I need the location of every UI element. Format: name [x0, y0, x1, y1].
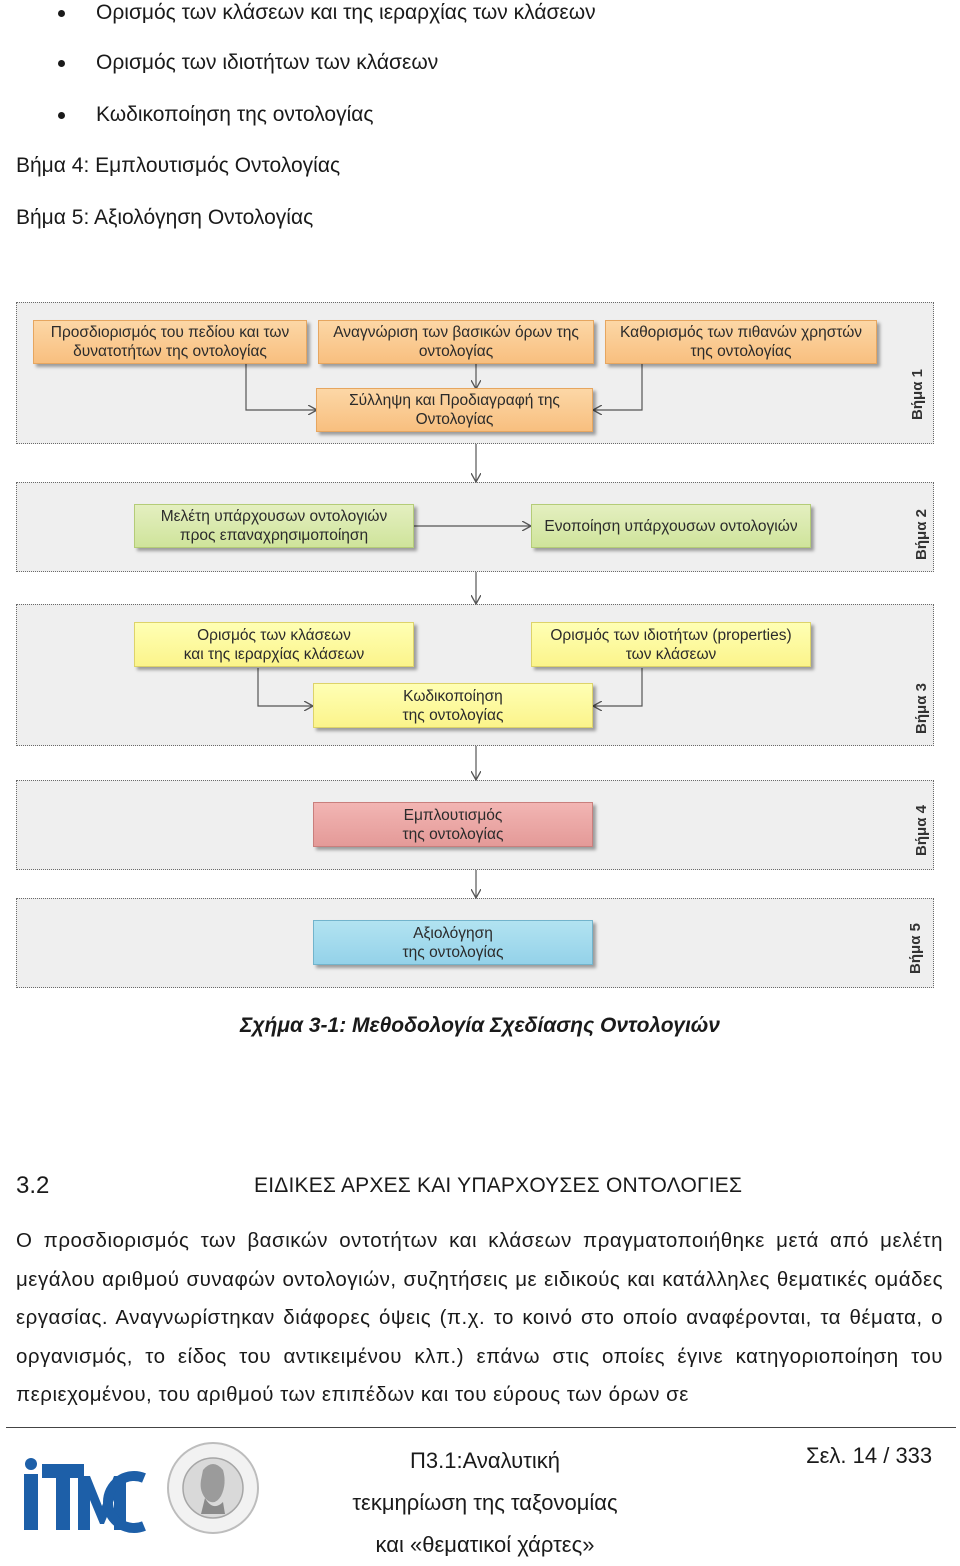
- bullet-dot: [58, 10, 65, 17]
- body-paragraph: Ο προσδιορισμός των βασικών οντοτήτων κα…: [16, 1229, 943, 1406]
- box-basic-terms: Αναγνώριση των βασικών όρων της οντολογί…: [318, 320, 594, 364]
- box-scope: Προσδιορισμός του πεδίου και των δυνατοτ…: [33, 320, 307, 364]
- box-users: Καθορισμός των πιθανών χρηστών της οντολ…: [605, 320, 877, 364]
- box-define-properties: Ορισμός των ιδιοτήτων (properties) των κ…: [531, 622, 811, 667]
- box-enrichment: Εμπλουτισμός της οντολογίας: [313, 802, 593, 847]
- step-label-4: Βήμα 4: [912, 805, 930, 856]
- footer-title-line: Π3.1:Αναλυτική: [410, 1448, 560, 1473]
- footer-document-title: Π3.1:Αναλυτική τεκμηρίωση της ταξονομίας…: [300, 1440, 670, 1566]
- box-study-existing: Μελέτη υπάρχουσων οντολογιών προς επαναχ…: [134, 504, 414, 548]
- step-label-1: Βήμα 1: [908, 369, 926, 420]
- bullet-text: Κωδικοποίηση της οντολογίας: [96, 103, 374, 126]
- footer-title-line: τεκμηρίωση της ταξονομίας: [352, 1490, 618, 1515]
- step-label-3: Βήμα 3: [912, 683, 930, 734]
- page-number: Σελ. 14 / 333: [806, 1443, 933, 1468]
- box-evaluation: Αξιολόγηση της οντολογίας: [313, 920, 593, 965]
- step-label-2: Βήμα 2: [912, 509, 930, 560]
- bullet-text: Ορισμός των κλάσεων και της ιεραρχίας τω…: [96, 1, 596, 24]
- box-capture-spec: Σύλληψη και Προδιαγραφή της Οντολογίας: [316, 388, 593, 432]
- section-number: 3.2: [16, 1172, 50, 1199]
- step-line: Βήμα 5: Αξιολόγηση Οντολογίας: [16, 206, 314, 229]
- bullet-dot: [58, 112, 65, 119]
- bullet-dot: [58, 60, 65, 67]
- box-merge-existing: Ενοποίηση υπάρχουσων οντολογιών: [531, 504, 811, 548]
- section-title: ΕΙΔΙΚΕΣ ΑΡΧΕΣ ΚΑΙ ΥΠΑΡΧΟΥΣΕΣ ΟΝΤΟΛΟΓΙΕΣ: [254, 1174, 743, 1197]
- iccs-seal-logo: [165, 1440, 261, 1541]
- bullet-text: Ορισμός των ιδιοτήτων των κλάσεων: [96, 51, 439, 74]
- step-line: Βήμα 4: Εμπλουτισμός Οντολογίας: [16, 154, 341, 177]
- step-label-5: Βήμα 5: [906, 923, 924, 974]
- figure-caption: Σχήμα 3-1: Μεθοδολογία Σχεδίασης Οντολογ…: [240, 1014, 720, 1037]
- box-encoding: Κωδικοποίηση της οντολογίας: [313, 683, 593, 728]
- footer-title-line: και «θεματικοί χάρτες»: [375, 1532, 595, 1557]
- box-define-classes: Ορισμός των κλάσεων και της ιεραρχίας κλ…: [134, 622, 414, 667]
- footer-divider: [6, 1427, 956, 1428]
- itc-logo: [18, 1456, 146, 1539]
